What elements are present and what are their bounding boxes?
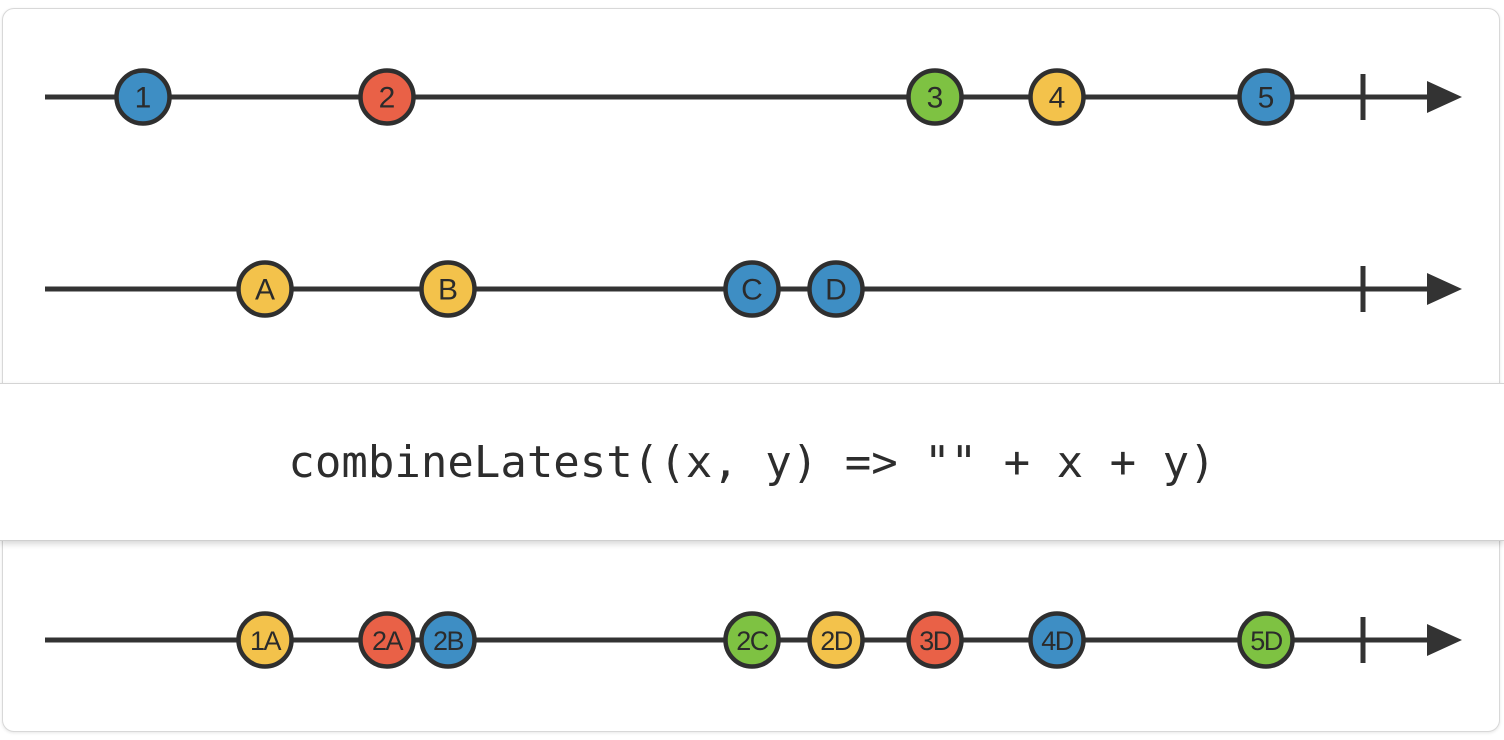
marble-label-B: B — [438, 274, 458, 307]
marble-label-2B: 2B — [433, 626, 464, 656]
marble-B[interactable]: B — [419, 260, 477, 318]
marble-2B: 2B — [419, 611, 477, 669]
timeline-source-1: 1 2 3 4 5 — [45, 68, 1462, 126]
marble-1[interactable]: 1 — [114, 68, 172, 126]
marble-circle-2C — [723, 611, 781, 669]
marble-label-2: 2 — [379, 82, 396, 115]
marble-label-4: 4 — [1049, 82, 1066, 115]
timeline-output: 1A 2A 2B 2C 2D 3D 4D 5D — [45, 611, 1462, 669]
marble-label-5D: 5D — [1250, 626, 1283, 656]
marble-circle-4D — [1028, 611, 1086, 669]
marble-label-1: 1 — [135, 82, 152, 115]
marble-circle-C[interactable] — [723, 260, 781, 318]
marble-5D: 5D — [1237, 611, 1295, 669]
arrow-head-source-1 — [1427, 81, 1462, 113]
marble-label-D: D — [825, 274, 847, 307]
marble-D[interactable]: D — [807, 260, 865, 318]
operator-label: combineLatest((x, y) => "" + x + y) — [288, 436, 1216, 488]
marble-2D: 2D — [807, 611, 865, 669]
marble-circle-2A — [358, 611, 416, 669]
arrow-head-output — [1427, 624, 1462, 656]
marble-circle-1A — [236, 611, 294, 669]
marble-3D: 3D — [906, 611, 964, 669]
marble-label-4D: 4D — [1041, 626, 1074, 656]
marble-circle-4[interactable] — [1028, 68, 1086, 126]
marble-C[interactable]: C — [723, 260, 781, 318]
marble-2A: 2A — [358, 611, 416, 669]
marble-circle-A[interactable] — [236, 260, 294, 318]
marble-4[interactable]: 4 — [1028, 68, 1086, 126]
marble-circle-3[interactable] — [906, 68, 964, 126]
marble-circle-1[interactable] — [114, 68, 172, 126]
marble-1A: 1A — [236, 611, 294, 669]
marble-circle-D[interactable] — [807, 260, 865, 318]
marble-label-2D: 2D — [820, 626, 853, 656]
marble-circle-2D — [807, 611, 865, 669]
marble-circle-2[interactable] — [358, 68, 416, 126]
marble-label-5: 5 — [1258, 82, 1275, 115]
marble-label-3D: 3D — [919, 626, 952, 656]
marble-circle-5D — [1237, 611, 1295, 669]
marble-label-C: C — [741, 274, 763, 307]
marble-2C: 2C — [723, 611, 781, 669]
marble-circle-B[interactable] — [419, 260, 477, 318]
marble-4D: 4D — [1028, 611, 1086, 669]
marble-label-2A: 2A — [372, 626, 404, 656]
marble-circle-5[interactable] — [1237, 68, 1295, 126]
timeline-source-2: A B C D — [45, 260, 1462, 318]
arrow-head-source-2 — [1427, 273, 1462, 305]
marble-label-A: A — [255, 274, 275, 307]
marble-label-3: 3 — [927, 82, 944, 115]
marble-label-1A: 1A — [250, 626, 282, 656]
marble-A[interactable]: A — [236, 260, 294, 318]
marble-circle-2B — [419, 611, 477, 669]
marble-5[interactable]: 5 — [1237, 68, 1295, 126]
marble-label-2C: 2C — [736, 626, 769, 656]
operator-box: combineLatest((x, y) => "" + x + y) — [0, 383, 1504, 541]
marble-3[interactable]: 3 — [906, 68, 964, 126]
marble-2[interactable]: 2 — [358, 68, 416, 126]
marble-circle-3D — [906, 611, 964, 669]
